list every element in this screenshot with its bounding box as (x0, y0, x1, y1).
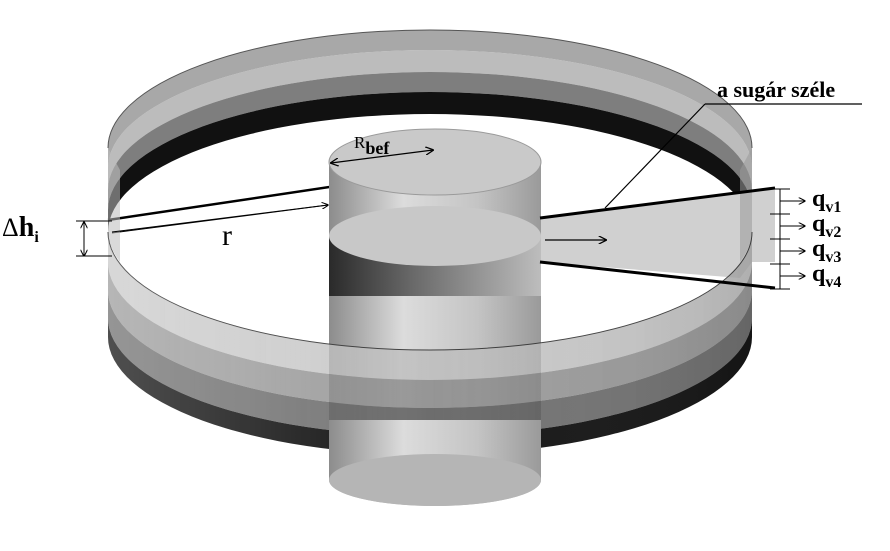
ring-gloss (108, 232, 752, 455)
delta-h-sub: i (34, 229, 39, 246)
jet-bottom-edge (539, 260, 776, 290)
radius-label: r (222, 219, 232, 252)
qv1-main: q (812, 186, 826, 212)
qv2-main: q (812, 211, 826, 237)
delta-h-main: h (19, 212, 35, 243)
cylinder-upper-bottom (329, 206, 541, 266)
ring-back-band-1 (108, 50, 752, 190)
radius-dimension-line (111, 205, 328, 233)
r-bef-dimension-line (331, 150, 433, 163)
qv3-label: qv3 (812, 236, 841, 266)
delta-symbol: Δ (2, 213, 19, 242)
jet-edge-leader-diagonal (604, 103, 706, 209)
cylinder-front-bottom-cap (329, 454, 541, 506)
ring-back (107, 29, 753, 232)
qv4-main: q (812, 261, 826, 287)
qv4-label: qv4 (812, 261, 841, 291)
r-bef-label: Rbef (354, 133, 390, 158)
ring-top-rim (107, 29, 753, 149)
ring-back-band-2 (108, 72, 752, 210)
cylinder-top-cap (328, 128, 542, 196)
delta-h-label: Δhi (2, 212, 39, 246)
qv2-label: qv2 (812, 211, 841, 241)
qv1-sub: v1 (825, 199, 841, 216)
qv3-sub: v3 (825, 249, 841, 266)
ring-front (107, 148, 753, 455)
jet-top-edge (539, 186, 776, 220)
ring-back-band-3 (108, 92, 752, 232)
r-bef-sub: bef (365, 138, 390, 158)
qv-scale (770, 188, 805, 290)
jet-edge-label: a sugár széle (717, 77, 835, 102)
qv1-label: qv1 (812, 186, 841, 216)
qv3-main: q (812, 236, 826, 262)
ring-right-wall (740, 148, 752, 262)
ring-left-wall (108, 148, 120, 262)
qv2-sub: v2 (825, 224, 841, 241)
qv4-sub: v4 (825, 274, 841, 291)
r-bef-main: R (354, 133, 366, 152)
ring-back-band-0 (108, 30, 752, 168)
